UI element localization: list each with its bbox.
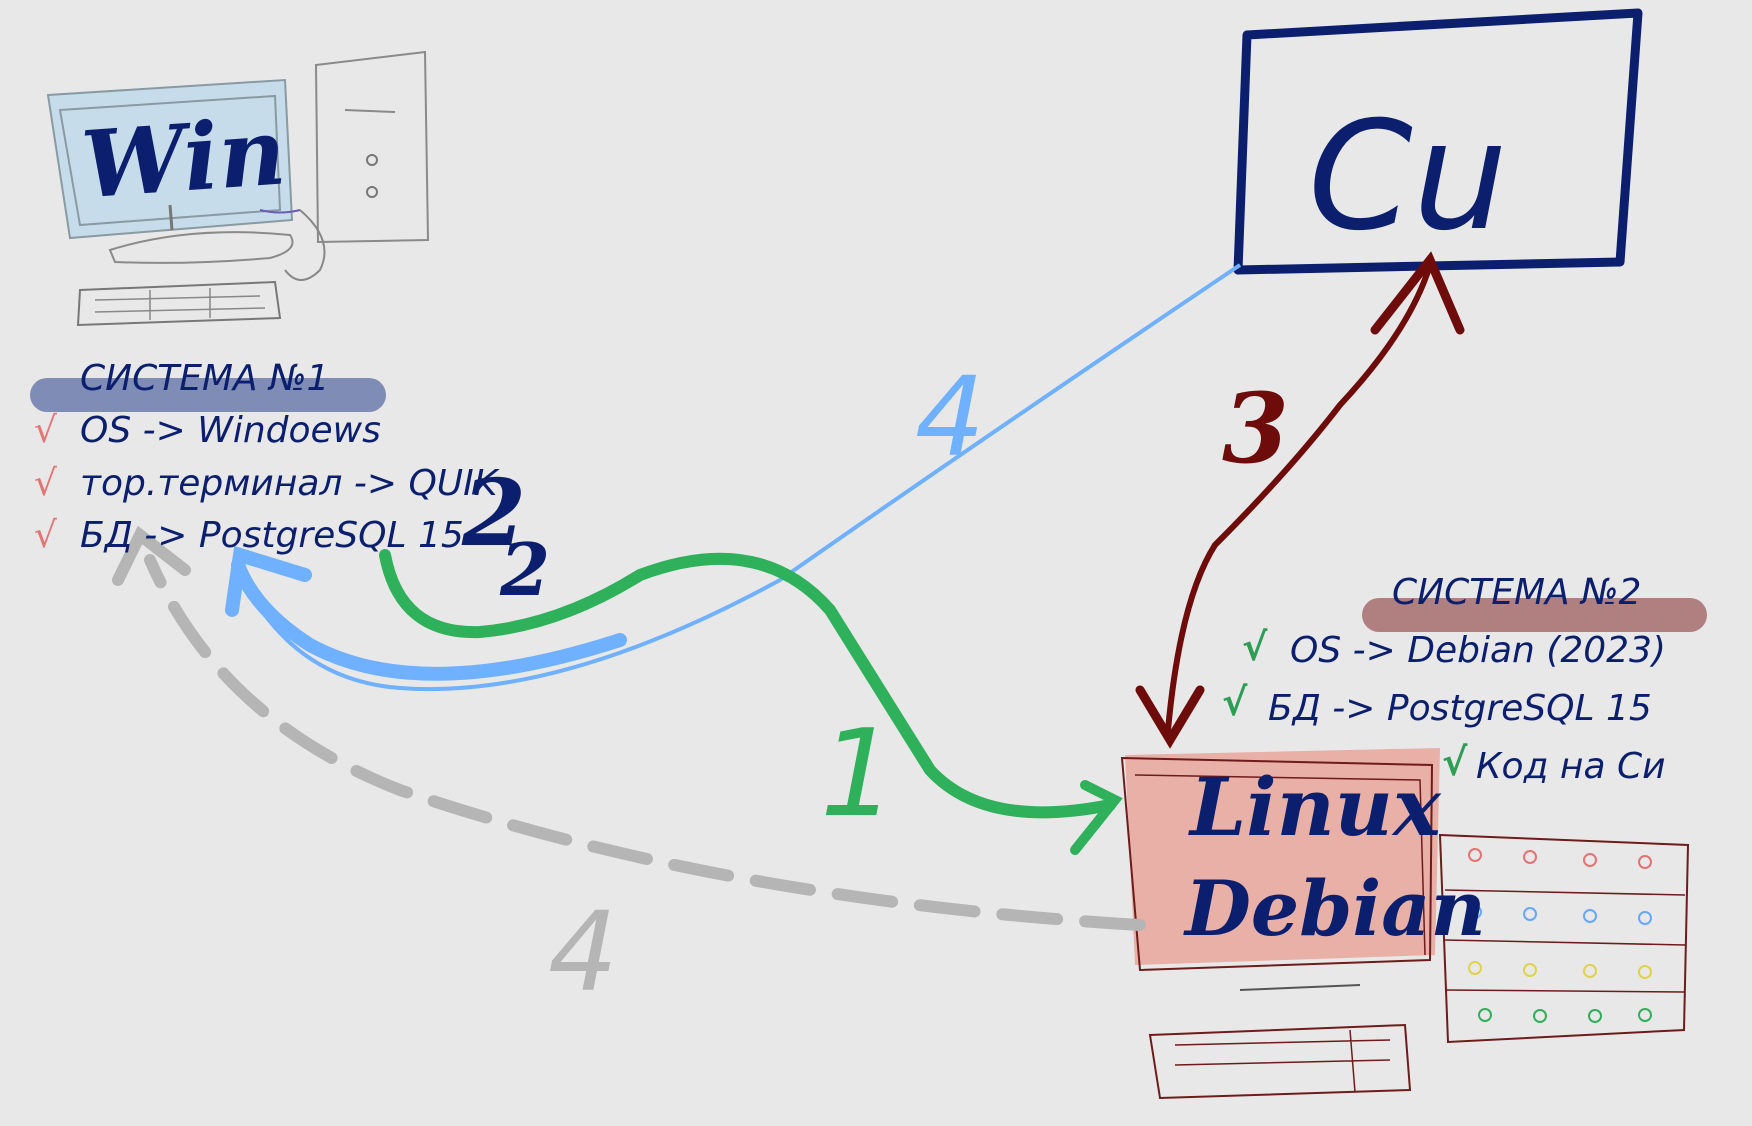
- windows-computer-icon: Win: [46, 50, 430, 327]
- arrow-2-label-a: 2: [461, 459, 526, 567]
- arrow-4-blue: 4: [225, 263, 1242, 692]
- system2-check-3: √: [1442, 740, 1468, 784]
- system1-highlight: [30, 378, 386, 412]
- system2-item-2: БД -> PostgreSQL 15: [1268, 688, 1652, 729]
- system2-title: СИСТЕМА №2: [1392, 572, 1642, 613]
- system1-item-1: OS -> Windoews: [80, 410, 381, 451]
- system2-item-1: OS -> Debian (2023): [1290, 630, 1666, 671]
- system2-item-3: Код на Си: [1476, 746, 1666, 787]
- arrow-3-label: 3: [1222, 372, 1289, 485]
- arrow-4-blue-label: 4: [915, 353, 985, 481]
- arrow-3-maroon: 3: [1135, 251, 1465, 749]
- system1-check-3: √: [34, 515, 57, 556]
- c-label: Cu: [1308, 90, 1508, 264]
- system2-check-2: √: [1222, 680, 1248, 724]
- system1-item-3: БД -> PostgreSQL 15: [80, 515, 464, 556]
- linux-label: Linux: [1188, 760, 1442, 854]
- system1-title: СИСТЕМА №1: [80, 358, 330, 399]
- win-label: Win: [78, 97, 289, 219]
- arrow-2-label-b: 2: [499, 527, 550, 612]
- system1-check-2: √: [34, 463, 57, 504]
- arrow-4-gray-label: 4: [548, 888, 618, 1016]
- arrow-1-green: 1: [379, 549, 1123, 855]
- system2-check-1: √: [1242, 625, 1268, 669]
- system1-item-2: тор.терминал -> QUIK: [80, 463, 498, 504]
- system1-check-1: √: [34, 410, 57, 451]
- debian-label: Debian: [1183, 864, 1486, 953]
- linux-computer-icon: Linux Debian: [1120, 748, 1690, 1100]
- c-code-box: Cu: [1233, 8, 1643, 275]
- arrow-4-gray: 4: [112, 525, 1146, 1016]
- arrow-1-label: 1: [820, 705, 896, 844]
- system2-highlight: [1362, 598, 1707, 632]
